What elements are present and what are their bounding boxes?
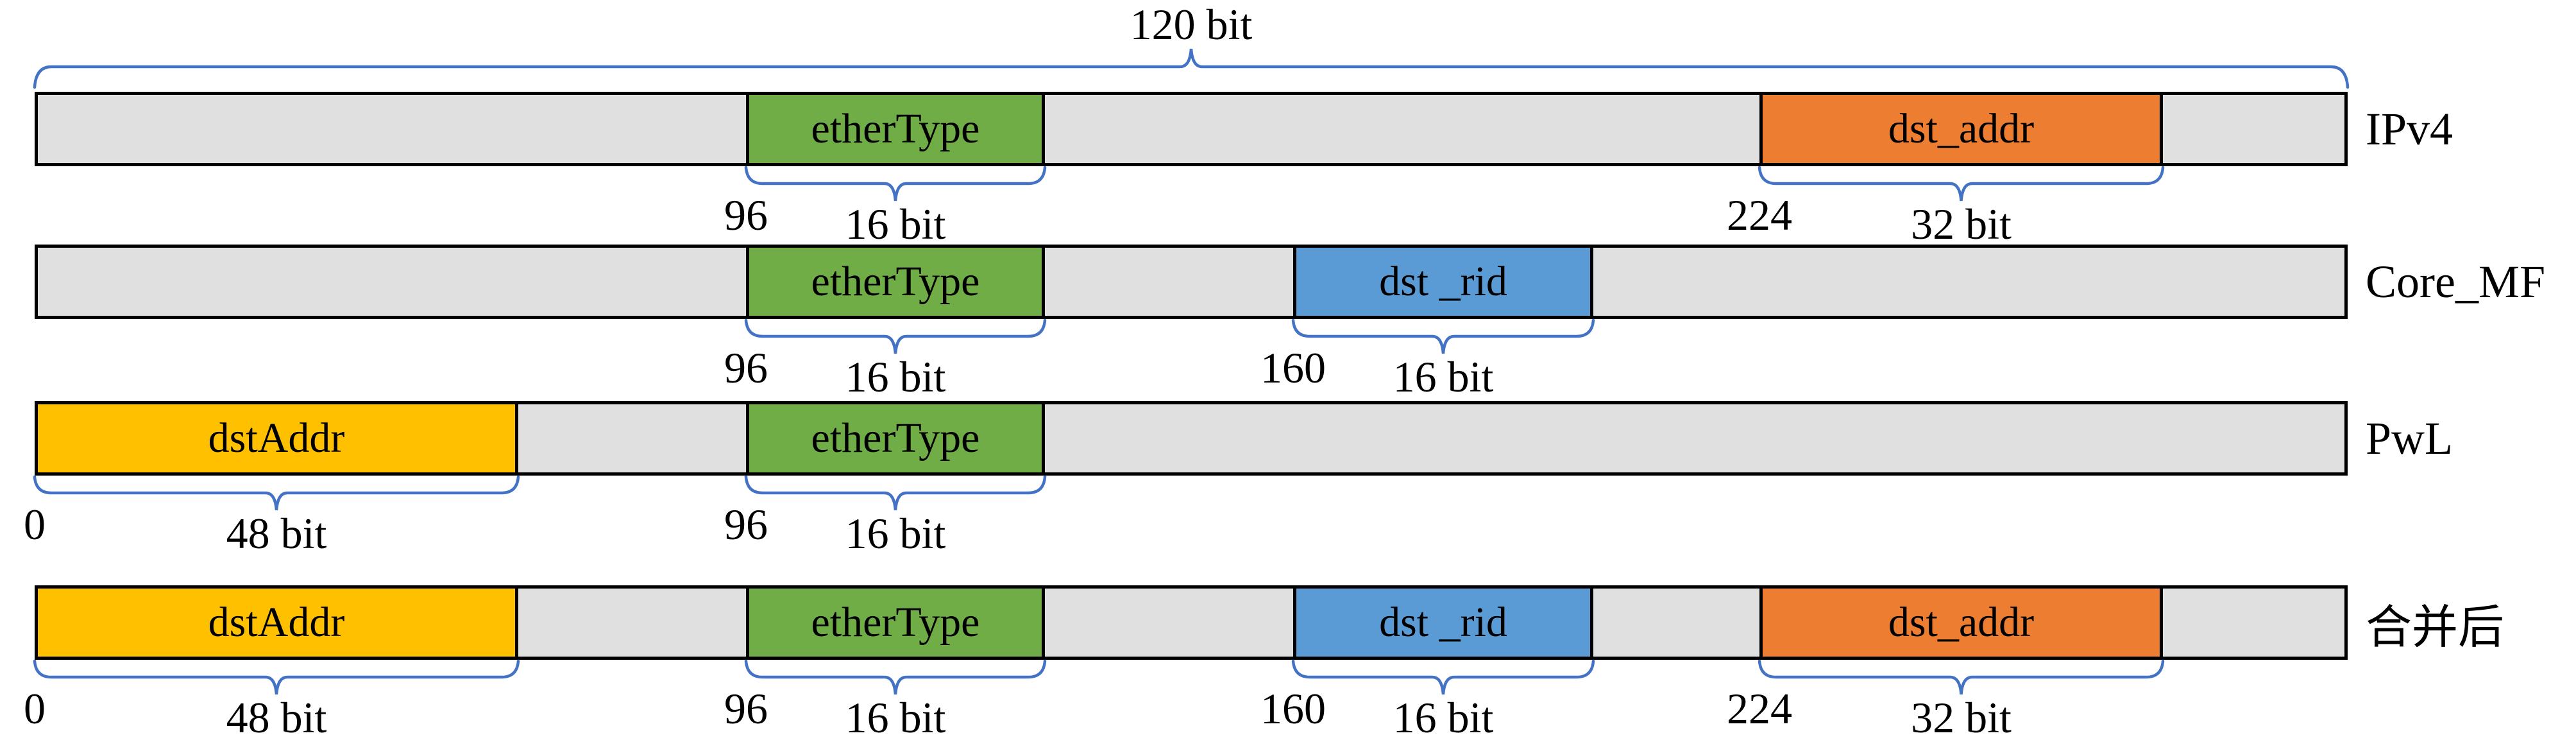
field-width-brace-etherType [744,166,1047,202]
total-width-brace [33,48,2350,89]
field-name-label: dstAddr [208,599,345,646]
field-segment-etherType: etherType [746,401,1045,476]
field-name-label: etherType [811,599,980,646]
field-name-label: etherType [811,258,980,305]
bit-offset-label: 96 [724,500,768,549]
field-segment-etherType: etherType [746,585,1045,660]
bit-width-label: 16 bit [1393,352,1494,401]
row-label-core-mf: Core_MF [2366,255,2546,307]
field-name-label: dst_addr [1888,599,2035,646]
field-segment-dstAddr: dstAddr [35,585,518,660]
bit-width-label: 16 bit [845,509,946,558]
bit-width-label: 16 bit [845,352,946,401]
field-name-label: dst_addr [1888,105,2035,152]
field-segment-etherType: etherType [746,245,1045,319]
field-width-brace-etherType [744,659,1047,695]
field-width-brace-dst-rid [1291,659,1595,695]
bit-offset-label: 0 [24,684,46,733]
bit-offset-label: 0 [24,500,46,549]
field-segment-dst-rid: dst _rid [1293,585,1593,660]
bit-offset-label: 96 [724,343,768,392]
bar-core-mf [35,245,2348,319]
bit-width-label: 48 bit [226,693,327,742]
field-width-brace-dstAddr [33,475,520,511]
field-name-label: etherType [811,105,980,152]
field-segment-dstAddr: dstAddr [35,401,518,476]
field-width-brace-etherType [744,318,1047,354]
field-segment-dst-addr: dst_addr [1759,585,2163,660]
bit-offset-label: 160 [1260,684,1326,733]
bit-width-label: 32 bit [1911,693,2012,742]
bit-offset-label: 224 [1727,684,1792,733]
bit-width-label: 32 bit [1911,200,2012,248]
field-width-brace-etherType [744,475,1047,511]
field-width-brace-dst-addr [1758,659,2165,695]
field-segment-etherType: etherType [746,92,1045,166]
field-segment-dst-rid: dst _rid [1293,245,1593,319]
field-width-brace-dst-addr [1758,166,2165,202]
field-name-label: dst _rid [1379,599,1507,646]
row-label-ipv4: IPv4 [2366,103,2453,155]
total-width-label: 120 bit [1130,0,1253,49]
bit-offset-label: 160 [1260,343,1326,392]
bit-width-label: 16 bit [1393,693,1494,742]
bit-width-label: 16 bit [845,200,946,248]
bit-offset-label: 96 [724,191,768,239]
bit-offset-label: 96 [724,684,768,733]
bit-offset-label: 224 [1727,191,1792,239]
bit-width-label: 16 bit [845,693,946,742]
field-name-label: etherType [811,415,980,461]
row-label-merged: 合并后 [2366,601,2505,653]
row-label-pwl: PwL [2366,412,2453,464]
bit-width-label: 48 bit [226,509,327,558]
field-width-brace-dst-rid [1291,318,1595,354]
field-name-label: dstAddr [208,415,345,461]
field-name-label: dst _rid [1379,258,1507,305]
field-segment-dst-addr: dst_addr [1759,92,2163,166]
field-width-brace-dstAddr [33,659,520,695]
